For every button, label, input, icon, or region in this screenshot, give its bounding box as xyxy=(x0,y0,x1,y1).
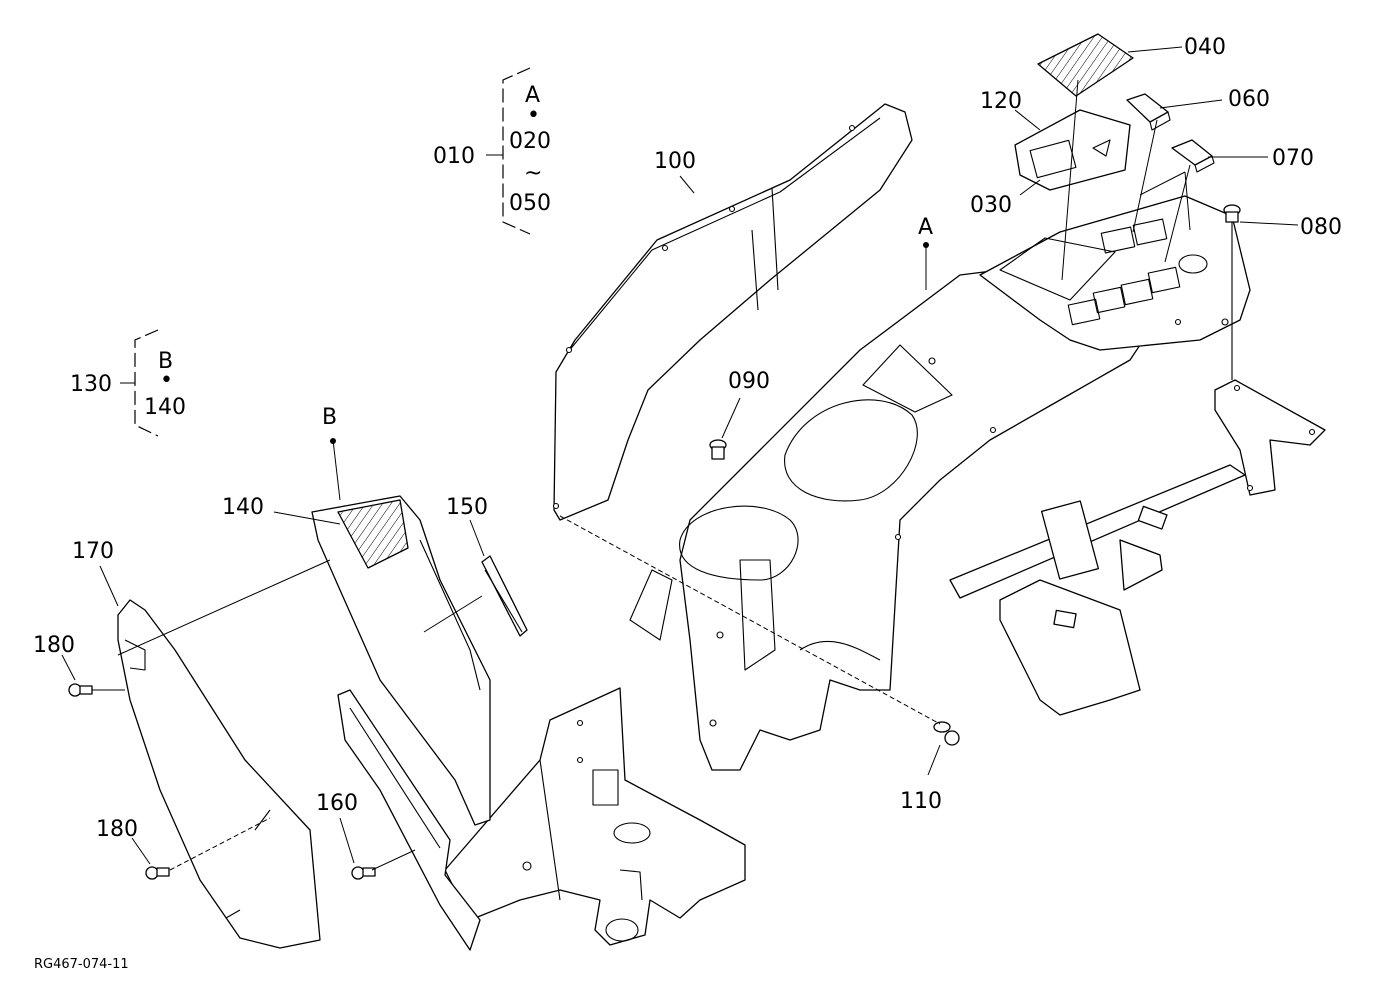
callout-leaders xyxy=(61,46,1299,865)
group-010-tilde: ~ xyxy=(524,161,542,186)
callout-160: 160 xyxy=(316,791,358,816)
grommet-part-080 xyxy=(1223,204,1241,223)
cap-part-060 xyxy=(1126,93,1171,131)
callout-090: 090 xyxy=(728,369,770,394)
group-a-letter: A xyxy=(525,83,540,108)
group-010-dot: • xyxy=(527,103,540,128)
callout-130: 130 xyxy=(70,372,112,397)
group-brace-010 xyxy=(486,67,531,235)
callout-140: 140 xyxy=(222,495,264,520)
callout-080: 080 xyxy=(1300,215,1342,240)
plate-part-150 xyxy=(481,555,528,637)
cap-part-070 xyxy=(1171,139,1215,173)
callout-020: 020 xyxy=(509,129,551,154)
callout-120: 120 xyxy=(980,89,1022,114)
callout-040: 040 xyxy=(1184,35,1226,60)
callout-100: 100 xyxy=(654,149,696,174)
screw-part-180-bottom xyxy=(145,866,170,880)
callout-labels: 040 120 060 070 030 080 100 090 110 140 … xyxy=(33,35,1342,972)
screw-part-180-top xyxy=(68,683,93,697)
ref-point-b-dot xyxy=(330,438,336,444)
side-panel-part-100 xyxy=(552,103,913,521)
dashboard-panel xyxy=(979,195,1251,351)
inner-cover-part-140 xyxy=(311,495,491,826)
screw-part-160 xyxy=(351,866,376,880)
callout-030: 030 xyxy=(970,193,1012,218)
group-b-letter: B xyxy=(158,349,173,374)
outer-cover-part-170 xyxy=(117,599,321,949)
callout-170: 170 xyxy=(72,539,114,564)
callout-060: 060 xyxy=(1228,87,1270,112)
callout-180-bottom: 180 xyxy=(96,817,138,842)
callout-010: 010 xyxy=(433,144,475,169)
callout-070: 070 xyxy=(1272,146,1314,171)
clip-part-090 xyxy=(709,439,727,460)
group-brace-130 xyxy=(120,329,159,437)
group-130-dot: • xyxy=(160,368,173,393)
clip-part-110 xyxy=(933,721,960,746)
ref-point-a-label: A xyxy=(918,215,933,240)
callout-110: 110 xyxy=(900,789,942,814)
callout-180-top: 180 xyxy=(33,633,75,658)
callout-140-group: 140 xyxy=(144,395,186,420)
callout-150: 150 xyxy=(446,495,488,520)
ref-point-b-label: B xyxy=(322,405,337,430)
lower-chassis-frame xyxy=(337,687,746,951)
ref-point-a-dot xyxy=(923,242,929,248)
frame-bracket xyxy=(949,222,1326,716)
diagram-id: RG467-074-11 xyxy=(34,957,129,972)
callout-050: 050 xyxy=(509,191,551,216)
panel-part-040 xyxy=(1037,33,1134,97)
assembly-lines xyxy=(92,79,1191,871)
